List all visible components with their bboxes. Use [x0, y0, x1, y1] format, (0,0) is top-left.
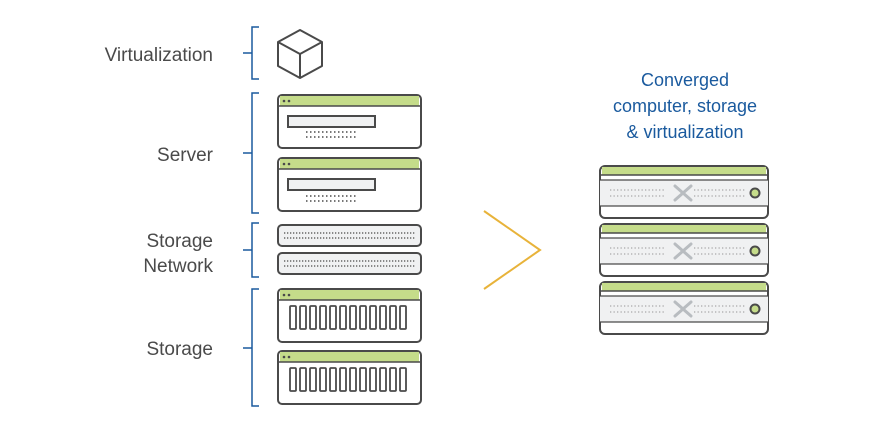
drive-slot [289, 305, 297, 330]
drive-slot [309, 305, 317, 330]
drive-slot [369, 367, 377, 392]
bracket-storage-network [243, 222, 259, 278]
label-storage-network-1: Storage [146, 231, 213, 252]
bracket-virtualization [243, 26, 259, 80]
converged-title-line-3: & virtualization [626, 122, 744, 142]
label-virtualization: Virtualization [104, 45, 213, 66]
power-led-icon [749, 303, 761, 315]
drive-slot [399, 305, 407, 330]
converged-node [599, 165, 769, 219]
drive-slot [299, 305, 307, 330]
brackets [243, 26, 259, 407]
drive-slot [389, 305, 397, 330]
drive-slot [349, 305, 357, 330]
label-server: Server [157, 145, 213, 166]
drive-slot [319, 305, 327, 330]
drive-slot [389, 367, 397, 392]
label-storage-network-2: Network [143, 256, 213, 277]
network-switch-2 [277, 252, 422, 275]
converged-title-line-1: Converged [640, 70, 730, 90]
drive-slot [349, 367, 357, 392]
drive-slot [359, 367, 367, 392]
bracket-server [243, 92, 259, 214]
storage-unit-1 [277, 288, 422, 343]
drive-slot [399, 367, 407, 392]
converged-node [599, 281, 769, 335]
drive-slot [319, 367, 327, 392]
drive-slot [299, 367, 307, 392]
nutanix-x-icon [673, 184, 693, 202]
drive-slot [329, 367, 337, 392]
power-led-icon [749, 187, 761, 199]
label-storage: Storage [146, 339, 213, 360]
server-unit-1 [277, 94, 422, 149]
nutanix-x-icon [673, 300, 693, 318]
bracket-storage [243, 288, 259, 407]
drive-slot [309, 367, 317, 392]
drive-slot [369, 305, 377, 330]
drive-slot [379, 367, 387, 392]
drive-slot [379, 305, 387, 330]
drive-slot [359, 305, 367, 330]
drive-slot [329, 305, 337, 330]
storage-unit-2 [277, 350, 422, 405]
nutanix-x-icon [673, 242, 693, 260]
converged-node [599, 223, 769, 277]
drive-slot [289, 367, 297, 392]
converged-stack [599, 165, 769, 335]
power-led-icon [749, 245, 761, 257]
drive-slot [339, 305, 347, 330]
network-switch-1 [277, 224, 422, 247]
cube-icon [277, 29, 323, 79]
server-unit-2 [277, 157, 422, 212]
converged-title-line-2: computer, storage [612, 96, 758, 116]
drive-slot [339, 367, 347, 392]
chevron-right-icon [483, 210, 542, 290]
